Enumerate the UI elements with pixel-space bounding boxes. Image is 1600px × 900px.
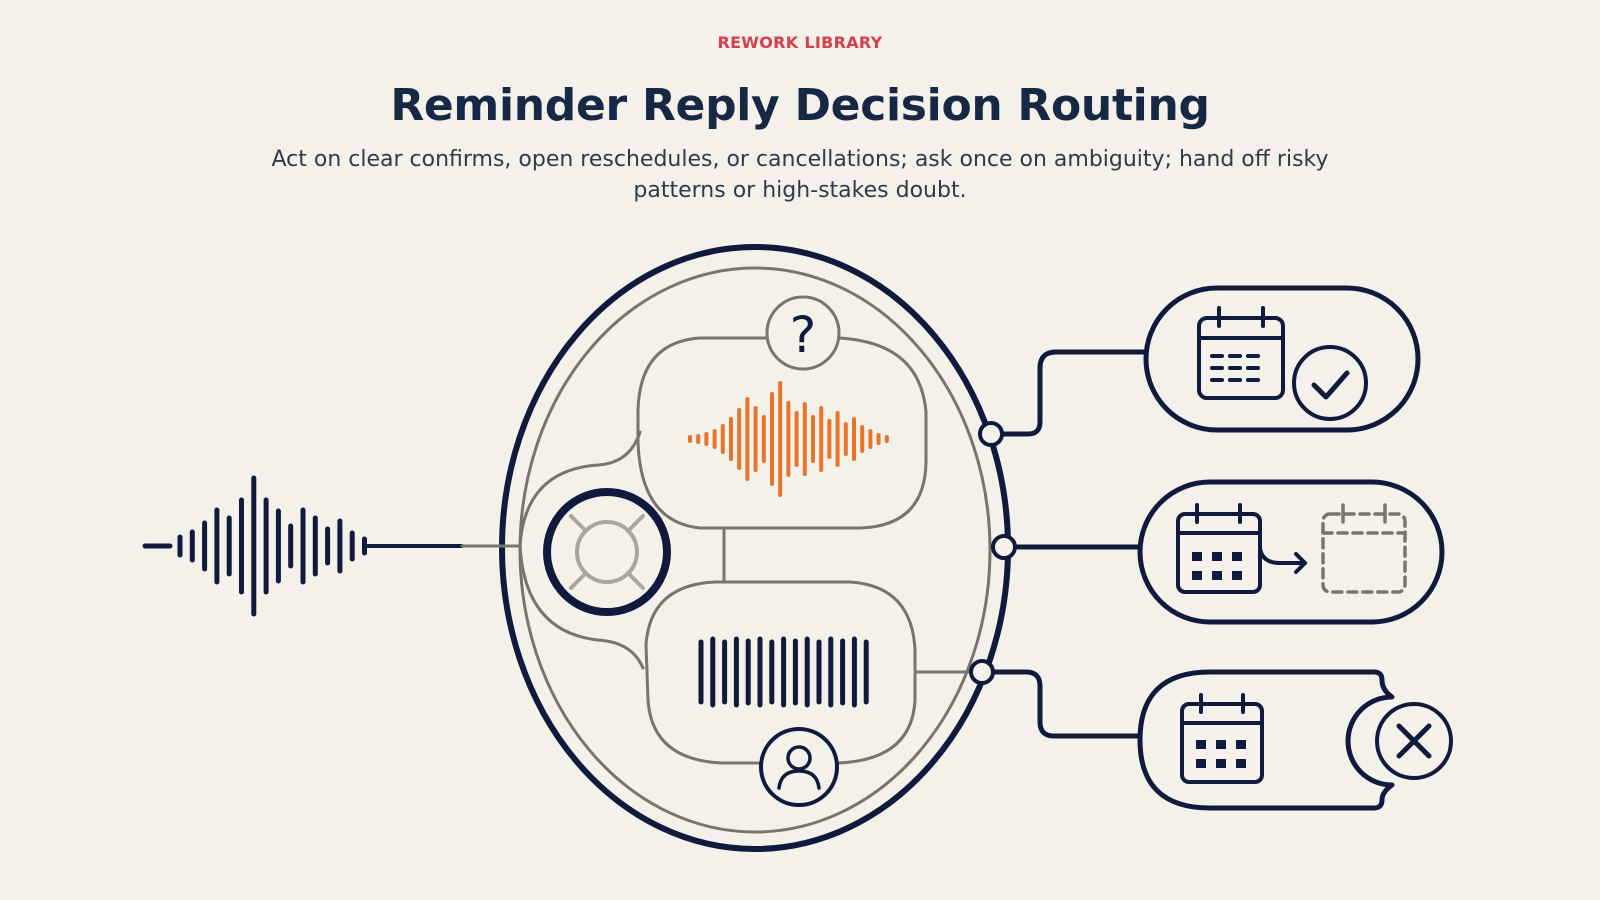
page-subtitle: Act on clear confirms, open reschedules,… (271, 147, 1329, 203)
input-waveform-icon (142, 475, 367, 617)
risky-bubble (644, 580, 917, 765)
cancel-port (969, 659, 995, 685)
page-title: Reminder Reply Decision Routing (390, 80, 1210, 131)
reschedule-port (991, 534, 1017, 560)
hub-lobe (518, 430, 645, 670)
clarify-question-icon: ? (765, 295, 841, 371)
human-handoff-person-icon (759, 727, 839, 807)
check-icon (1292, 345, 1368, 421)
ambiguous-bubble (636, 336, 928, 530)
cancel-x-icon (1375, 702, 1453, 780)
confirm-port (978, 421, 1004, 447)
cancel-connector (992, 669, 1143, 739)
question-mark-glyph: ? (790, 306, 817, 364)
cancel-calendar-icon (1180, 693, 1264, 784)
move-arrow-icon (1258, 546, 1307, 574)
confirm-connector (995, 349, 1149, 437)
confirm-calendar-icon (1197, 306, 1285, 400)
confirm-outcome (1143, 285, 1421, 433)
new-slot-calendar-icon (1321, 503, 1407, 594)
eyebrow-label: REWORK LIBRARY (717, 33, 883, 52)
reschedule-outcome (1137, 479, 1445, 625)
decision-hub-icon (543, 488, 671, 616)
ambiguous-reply-waveform-icon (688, 381, 889, 497)
cancel-outcome (1137, 669, 1453, 811)
risky-pattern-barcode-icon (698, 636, 869, 708)
